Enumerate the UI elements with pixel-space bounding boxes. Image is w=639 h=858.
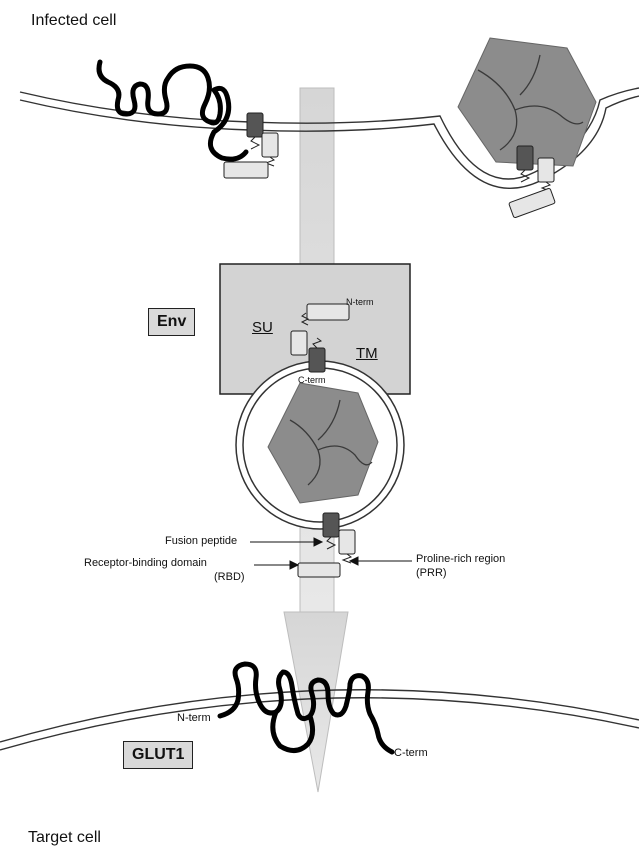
- target-cell-label: Target cell: [28, 830, 101, 846]
- prr-label-line1: Proline-rich region: [416, 554, 505, 565]
- infected-cell-label: Infected cell: [31, 13, 116, 29]
- prr-label-line2: (PRR): [416, 568, 447, 579]
- glut1-n-term-label: N-term: [177, 713, 211, 724]
- env-label: Env: [148, 308, 195, 336]
- env-n-term-label: N-term: [346, 298, 374, 307]
- rbd-label-line2: (RBD): [214, 572, 245, 583]
- tm-label: TM: [356, 346, 378, 361]
- su-label: SU: [252, 320, 273, 335]
- glut1-label: GLUT1: [123, 741, 193, 769]
- infected-glut1-protein: [99, 62, 246, 159]
- glut1-c-term-label: C-term: [394, 748, 428, 759]
- env-c-term-label: C-term: [298, 376, 326, 385]
- rbd-label-line1: Receptor-binding domain: [84, 558, 207, 569]
- fusion-peptide-label: Fusion peptide: [165, 536, 237, 547]
